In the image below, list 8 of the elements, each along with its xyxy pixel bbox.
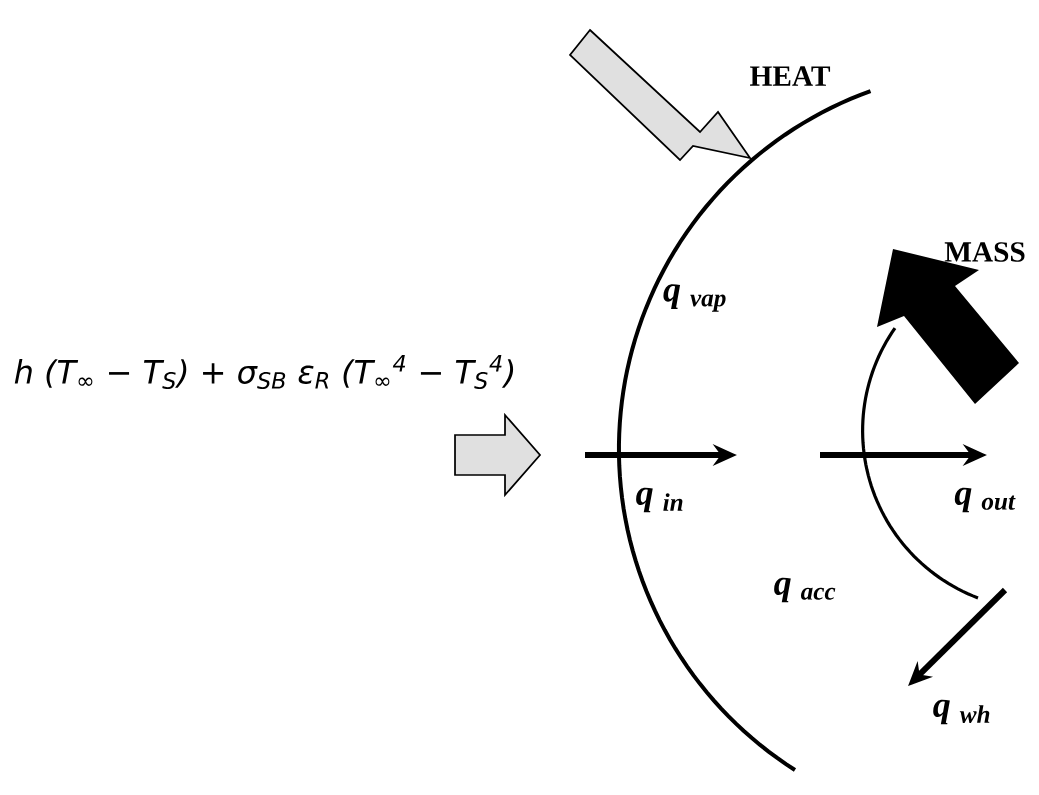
heat-flux-formula: h (T$_{∞}$ − T$_{S}$) + σ$_{SB}$ ε$_{R}$ (T$_{∞}$$^{4}$ − T$_{S}$$^{4}$) <box>14 355 514 389</box>
heat-term-label: q $_{acc}$ <box>774 577 836 603</box>
heat-term-label: q $_{vap}$ <box>663 284 726 312</box>
heat-term-label: q $_{in}$ <box>636 487 683 513</box>
heat-term-label: q $_{out}$ <box>954 487 1016 513</box>
heat-term-label: q $_{wh}$ <box>933 699 990 725</box>
flow-label: MASS <box>944 242 1025 262</box>
flow-label: HEAT <box>750 66 831 86</box>
